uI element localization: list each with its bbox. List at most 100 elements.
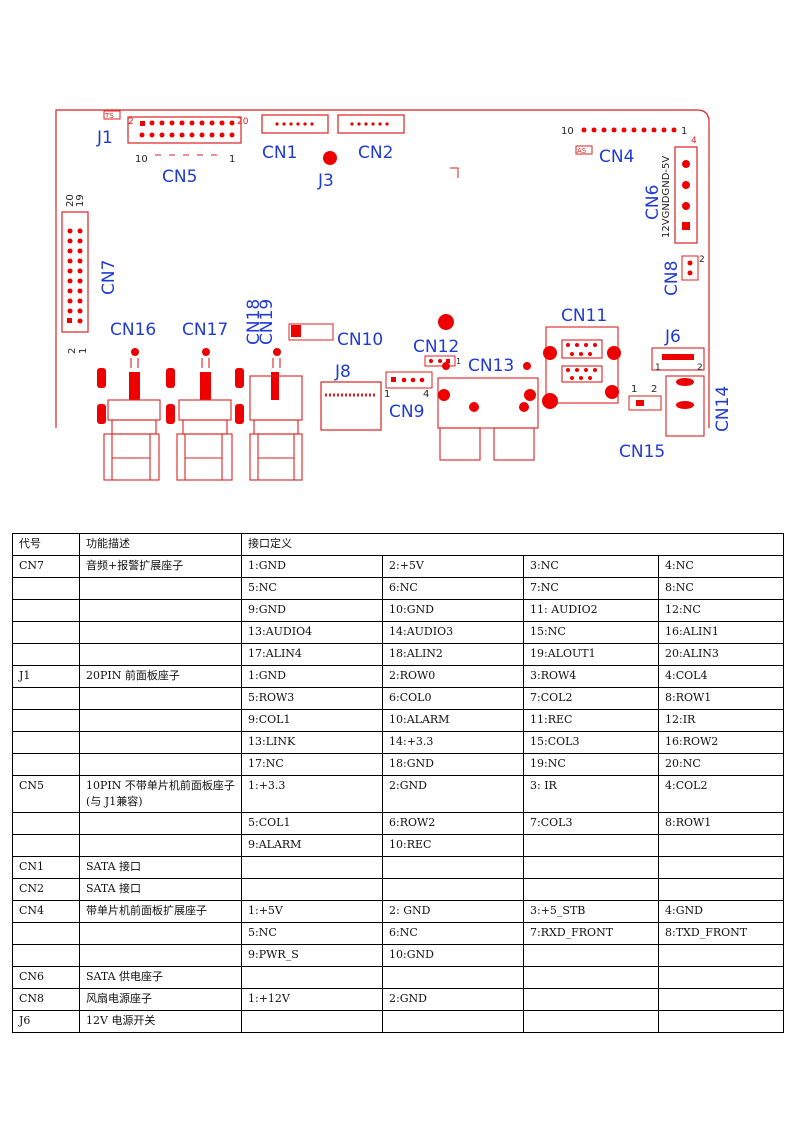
cn8-connector xyxy=(681,255,699,281)
corner-mark xyxy=(450,167,459,178)
cell-code xyxy=(12,944,80,967)
cell-pin-4: 4:NC xyxy=(658,555,784,578)
cell-pin-4 xyxy=(658,1010,784,1033)
j3-label: J3 xyxy=(317,171,334,191)
cell-function: 风扇电源座子 xyxy=(79,988,242,1011)
cn10-label: CN10 xyxy=(337,330,383,350)
cell-pin-1 xyxy=(241,878,383,901)
as-box xyxy=(575,145,593,155)
cn7-pins xyxy=(67,228,83,324)
cell-pin-4: 8:TXD_FRONT xyxy=(658,922,784,945)
cell-function xyxy=(79,944,242,967)
cell-pin-2: 10:GND xyxy=(382,599,524,622)
cell-code xyxy=(12,922,80,945)
cn4-pins xyxy=(581,127,677,133)
cn7-pin19-label: 19 xyxy=(75,194,86,207)
cell-pin-4: 16:ALIN1 xyxy=(658,621,784,644)
cell-pin-3: 15:NC xyxy=(523,621,659,644)
cn6-pin4-label: 4 xyxy=(691,136,697,146)
cn17-jack xyxy=(166,348,233,481)
cell-function: 音频+报警扩展座子 xyxy=(79,555,242,578)
cn12-pin-label: 1 xyxy=(456,357,461,366)
j6-pin1-label: 1 xyxy=(655,363,661,373)
cn9-label: CN9 xyxy=(389,402,424,422)
cell-pin-1: 9:PWR_S xyxy=(241,944,383,967)
cn9-pin1-label: 1 xyxy=(384,389,390,400)
j6-switch xyxy=(651,347,705,371)
cell-function xyxy=(79,731,242,754)
cn8-label: CN8 xyxy=(662,261,682,296)
cell-pin-1: 5:NC xyxy=(241,922,383,945)
cn7-pin1-label: 1 xyxy=(78,348,89,354)
cell-code: CN1 xyxy=(12,856,80,879)
cell-code xyxy=(12,643,80,666)
cell-pin-3: 11:REC xyxy=(523,709,659,732)
cell-pin-3: 19:NC xyxy=(523,753,659,776)
cell-pin-3 xyxy=(523,966,659,989)
cell-pin-2 xyxy=(382,966,524,989)
cell-function xyxy=(79,753,242,776)
cell-pin-1: 17:ALIN4 xyxy=(241,643,383,666)
cell-pin-3: 3:ROW4 xyxy=(523,665,659,688)
cn14-connector xyxy=(665,375,705,437)
cell-pin-1: 9:ALARM xyxy=(241,834,383,857)
cell-pin-4: 20:ALIN3 xyxy=(658,643,784,666)
cn9-pin4-label: 4 xyxy=(423,389,429,400)
cn12-pins xyxy=(429,359,450,363)
cn18-label: CN18 xyxy=(244,299,264,345)
cell-pin-2: 10:GND xyxy=(382,944,524,967)
cn17-label: CN17 xyxy=(182,320,228,340)
cell-pin-1: 1:GND xyxy=(241,555,383,578)
cell-pin-2: 6:COL0 xyxy=(382,687,524,710)
cn8-pins xyxy=(687,260,693,276)
cell-pin-1: 9:COL1 xyxy=(241,709,383,732)
cn5-label: CN5 xyxy=(162,167,197,187)
cell-code xyxy=(12,599,80,622)
cell-pin-3 xyxy=(523,834,659,857)
cn5-pin1-label: 1 xyxy=(229,154,235,165)
cell-function xyxy=(79,599,242,622)
cell-pin-1: 13:AUDIO4 xyxy=(241,621,383,644)
cell-pin-4: 12:IR xyxy=(658,709,784,732)
cell-pin-3 xyxy=(523,856,659,879)
header-function: 功能描述 xyxy=(79,533,242,556)
ts-label: TS xyxy=(104,112,114,120)
cell-pin-4: 12:NC xyxy=(658,599,784,622)
cell-pin-4 xyxy=(658,944,784,967)
cell-pin-3: 7:NC xyxy=(523,577,659,600)
cn4-pin1-label: 1 xyxy=(681,126,687,137)
cell-pin-4 xyxy=(658,988,784,1011)
j1-label: J1 xyxy=(96,128,113,148)
cell-code: CN5 xyxy=(12,775,80,813)
cell-pin-2: 6:NC xyxy=(382,922,524,945)
cell-function xyxy=(79,577,242,600)
cell-pin-1: 13:LINK xyxy=(241,731,383,754)
j6-actuator xyxy=(662,354,694,360)
cell-pin-3: 3: IR xyxy=(523,775,659,813)
cell-code xyxy=(12,709,80,732)
cn7-label: CN7 xyxy=(99,260,119,295)
cell-pin-2: 2:+5V xyxy=(382,555,524,578)
j3-button xyxy=(323,151,337,165)
cell-pin-1: 9:GND xyxy=(241,599,383,622)
ts-box xyxy=(103,110,121,120)
cell-code xyxy=(12,753,80,776)
cell-pin-3: 11: AUDIO2 xyxy=(523,599,659,622)
cell-pin-4: 8:ROW1 xyxy=(658,687,784,710)
cell-code xyxy=(12,834,80,857)
cn2-label: CN2 xyxy=(358,143,393,163)
cell-function: 10PIN 不带单片机前面板座子(与 J1兼容) xyxy=(79,775,242,813)
cell-pin-1: 1:GND xyxy=(241,665,383,688)
j8-label: J8 xyxy=(334,362,351,382)
j6-label: J6 xyxy=(664,327,681,347)
cn2-pins xyxy=(350,122,389,126)
cell-function xyxy=(79,834,242,857)
